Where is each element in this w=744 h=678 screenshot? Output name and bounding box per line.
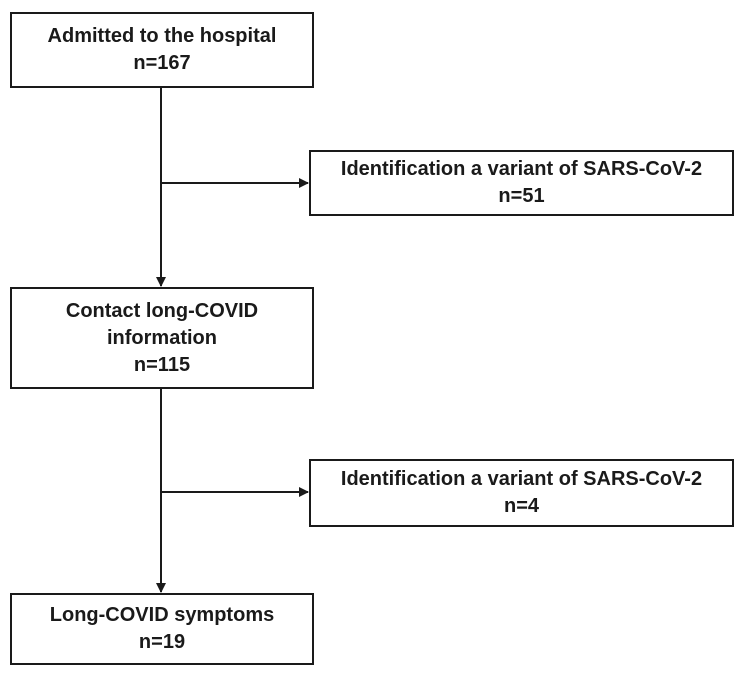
excluded-variant-box-2: Identification a variant of SARS-CoV-2 n… xyxy=(309,459,734,527)
excluded-variant-label-2: Identification a variant of SARS-CoV-2 xyxy=(340,468,703,490)
contact-box: Contact long-COVID information n=115 xyxy=(10,287,314,389)
excluded-variant-count-1: n=51 xyxy=(498,185,545,207)
admitted-box: Admitted to the hospital n=167 xyxy=(10,12,314,88)
contact-label-line1: Contact long-COVID xyxy=(65,299,259,322)
admitted-label: Admitted to the hospital xyxy=(47,25,277,47)
long-covid-count: n=19 xyxy=(138,631,186,653)
excluded-variant-box-1: Identification a variant of SARS-CoV-2 n… xyxy=(309,150,734,216)
admitted-count: n=167 xyxy=(133,52,191,74)
long-covid-box: Long-COVID symptoms n=19 xyxy=(10,593,314,665)
long-covid-label: Long-COVID symptoms xyxy=(49,604,275,626)
excluded-variant-label-1: Identification a variant of SARS-CoV-2 xyxy=(340,158,703,180)
contact-label-line2: information xyxy=(107,326,217,349)
excluded-variant-count-2: n=4 xyxy=(503,495,540,517)
contact-count: n=115 xyxy=(133,353,191,376)
